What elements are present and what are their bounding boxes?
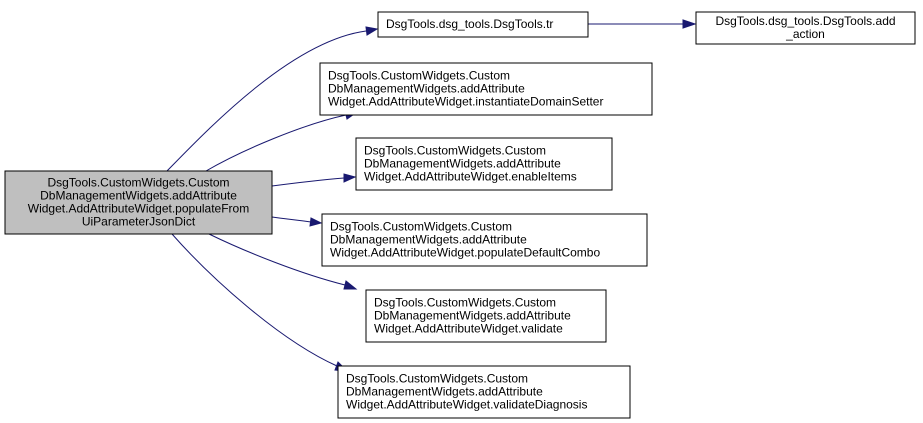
node-label-line: DbManagementWidgets.addAttribute [328,82,525,96]
node-instantiate[interactable]: DsgTools.CustomWidgets.CustomDbManagemen… [319,62,653,116]
arrowhead-icon [365,26,379,36]
node-enable[interactable]: DsgTools.CustomWidgets.CustomDbManagemen… [355,137,613,191]
edge-populate-to-tr [166,26,379,172]
edge-populate-to-diagnosis [171,233,349,372]
node-label-line: Widget.AddAttributeWidget.instantiateDom… [328,95,603,109]
node-label-line: DbManagementWidgets.addAttribute [374,309,571,323]
node-label-line: DbManagementWidgets.addAttribute [40,189,237,203]
node-label-line: DsgTools.CustomWidgets.Custom [328,69,510,83]
node-box[interactable] [319,62,653,116]
node-label-line: DsgTools.CustomWidgets.Custom [346,372,528,386]
edge-populate-to-instantiate [205,110,359,172]
node-box[interactable] [365,289,607,343]
node-label-line: Widget.AddAttributeWidget.validate [374,322,563,336]
node-label-line: Widget.AddAttributeWidget.populateDefaul… [330,246,600,260]
edge-line [166,30,367,172]
arrowhead-icon [343,280,358,290]
node-label-line: DsgTools.CustomWidgets.Custom [330,220,512,234]
node-diagnosis[interactable]: DsgTools.CustomWidgets.CustomDbManagemen… [337,365,631,419]
edge-line [271,216,312,223]
edge-populate-to-validate [208,233,358,290]
node-label-line: Widget.AddAttributeWidget.validateDiagno… [346,398,587,412]
node-label-line: DbManagementWidgets.addAttribute [330,233,527,247]
node-box[interactable] [355,137,613,191]
node-box[interactable] [4,170,273,235]
node-label-line: Widget.AddAttributeWidget.populateFrom [28,202,249,216]
node-label-line: DbManagementWidgets.addAttribute [364,157,561,171]
node-label-line: DsgTools.CustomWidgets.Custom [364,144,546,158]
node-add_action[interactable]: DsgTools.dsg_tools.DsgTools.add_action [695,11,916,45]
node-validate[interactable]: DsgTools.CustomWidgets.CustomDbManagemen… [365,289,607,343]
node-box[interactable] [321,213,648,267]
arrowhead-icon [309,217,323,227]
edge-line [208,233,346,286]
node-combo[interactable]: DsgTools.CustomWidgets.CustomDbManagemen… [321,213,648,267]
edge-line [271,177,345,187]
edge-tr-to-add_action [588,19,697,29]
node-box[interactable] [695,11,916,45]
edge-line [205,114,347,172]
arrowhead-icon [682,19,697,29]
edges-layer [166,19,697,372]
arrowhead-icon [343,173,357,183]
node-label-line: DsgTools.dsg_tools.DsgTools.add [715,14,895,28]
node-label-line: DsgTools.CustomWidgets.Custom [47,176,229,190]
node-tr[interactable]: DsgTools.dsg_tools.DsgTools.tr [377,11,589,38]
node-label-line: DbManagementWidgets.addAttribute [346,385,543,399]
node-label-line: UiParameterJsonDict [82,215,196,229]
node-label-line: _action [785,27,825,41]
edge-populate-to-enable [271,173,357,187]
node-label-line: DsgTools.CustomWidgets.Custom [374,296,556,310]
node-label-line: DsgTools.dsg_tools.DsgTools.tr [386,17,553,31]
node-label-line: Widget.AddAttributeWidget.enableItems [364,170,577,184]
node-box[interactable] [337,365,631,419]
edge-populate-to-combo [271,216,323,227]
node-box[interactable] [377,11,589,38]
nodes-layer: DsgTools.CustomWidgets.CustomDbManagemen… [4,11,916,419]
node-populate[interactable]: DsgTools.CustomWidgets.CustomDbManagemen… [4,170,273,235]
edge-line [171,233,338,367]
